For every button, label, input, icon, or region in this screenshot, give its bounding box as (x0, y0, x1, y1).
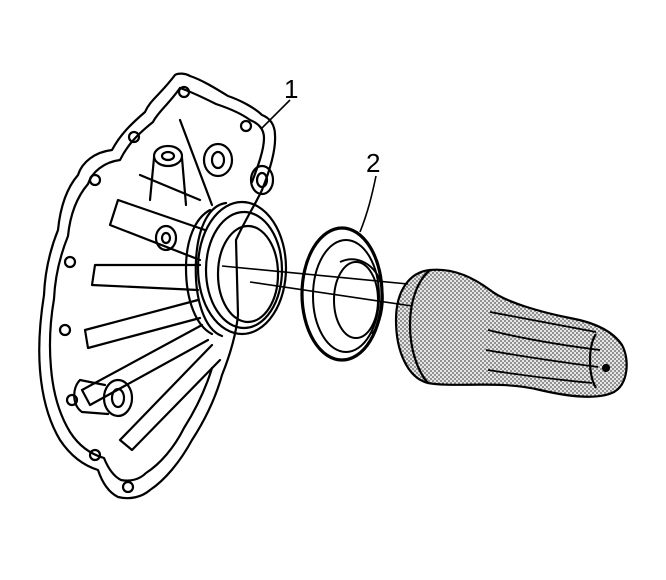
housing-boss (152, 144, 184, 168)
tool-flute (487, 369, 593, 384)
housing-hub-outer (196, 200, 288, 336)
seal-inner-lip (333, 261, 379, 339)
housing-boss-hole (255, 171, 269, 189)
housing-hub-body (184, 208, 214, 336)
housing-flange-outline (38, 72, 277, 500)
tool-flute (485, 349, 599, 368)
bolt-hole (88, 448, 102, 462)
seal-outer-rim (312, 239, 380, 353)
bolt-hole (239, 119, 253, 133)
housing-boss-hole (210, 150, 226, 170)
housing-boss (202, 142, 234, 178)
extension-housing (38, 72, 288, 500)
housing-boss-hole (160, 231, 172, 245)
housing-lower-boss-hole (110, 387, 126, 409)
housing-flange-inner (48, 86, 214, 482)
callout-label-1: 1 (284, 74, 299, 104)
tool-flute (489, 311, 597, 333)
bolt-hole (65, 393, 79, 407)
housing-hub-bore (216, 224, 280, 324)
tool-flute (487, 329, 601, 351)
oil-seal (300, 226, 384, 362)
callout-label-2: 2 (366, 148, 381, 178)
seal-lip-body (339, 258, 384, 335)
bolt-hole (177, 85, 191, 99)
housing-rib (83, 298, 202, 350)
bolt-hole (58, 323, 72, 337)
leader-lines (261, 99, 377, 233)
seal-installer-tool (394, 268, 628, 398)
bolt-hole (127, 130, 141, 144)
housing-boss-hole (160, 150, 176, 162)
tool-body (394, 268, 628, 398)
bolt-hole (63, 255, 77, 269)
tool-tip-hole (601, 363, 611, 373)
leader-line-2 (359, 175, 377, 233)
housing-flange-inner-top (178, 86, 266, 184)
bolt-hole (88, 173, 102, 187)
housing-rib (138, 118, 214, 207)
housing-lower-boss-body (73, 378, 110, 416)
bolt-hole (121, 480, 135, 494)
housing-boss (154, 224, 178, 252)
leader-line-1 (261, 99, 291, 129)
tool-head-edge (408, 269, 431, 384)
alignment-line-upper (221, 265, 409, 285)
housing-hub-ring (204, 210, 284, 330)
housing-hub-body (194, 201, 228, 338)
housing-rib (118, 343, 222, 452)
housing-rib (90, 263, 202, 292)
housing-lower-boss (102, 378, 134, 418)
alignment-lines (221, 265, 413, 307)
alignment-line-lower (249, 281, 413, 307)
housing-boss (249, 164, 275, 196)
tool-tip (588, 333, 597, 389)
housing-rib (80, 323, 210, 407)
housing-rib (108, 198, 207, 262)
